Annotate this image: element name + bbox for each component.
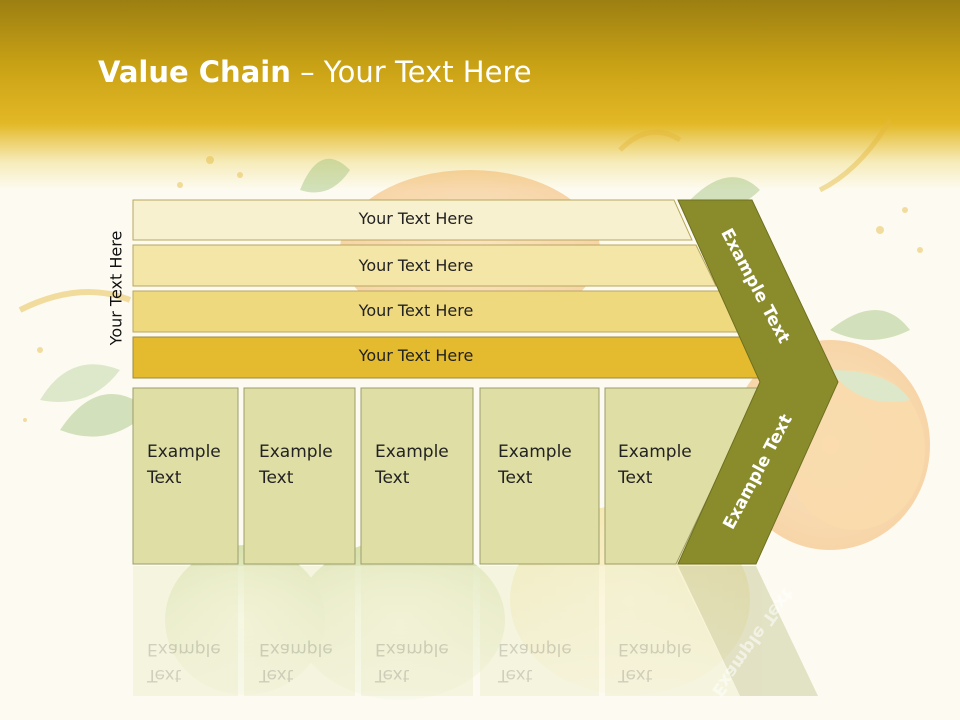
bar-4-label: Your Text Here xyxy=(358,346,474,365)
box-4-shape xyxy=(479,387,600,565)
box-5-reflection-line1: Text xyxy=(618,665,653,685)
header-band xyxy=(0,0,960,190)
box-5-shape xyxy=(604,387,761,565)
box-3-reflection xyxy=(361,566,473,696)
box-4-reflection-line2: Example xyxy=(498,639,572,659)
chevron-shape xyxy=(677,199,839,565)
box-4-reflection-line1: Text xyxy=(498,665,533,685)
box-3-reflection-label: Text Example xyxy=(375,636,449,688)
chevron-reflection xyxy=(678,566,818,696)
box-3-reflection-line1: Text xyxy=(375,665,410,685)
box-1-reflection xyxy=(133,566,238,696)
reflection-group xyxy=(133,566,818,696)
box-3-reflection-line2: Example xyxy=(375,639,449,659)
box-2-shape xyxy=(243,387,356,565)
box-2-reflection-line1: Text xyxy=(259,665,294,685)
box-3-line2: Text xyxy=(375,468,410,488)
box-4-reflection xyxy=(480,566,599,696)
box-2-reflection-label: Text Example xyxy=(259,636,333,688)
box-3-shape xyxy=(360,387,474,565)
box-1-reflection-line1: Text xyxy=(147,665,182,685)
vertical-label: Your Text Here xyxy=(106,230,126,346)
box-5-line1: Example xyxy=(618,442,692,462)
bar-1-label: Your Text Here xyxy=(358,209,474,228)
box-2-line1: Example xyxy=(259,442,333,462)
box-1-shape xyxy=(132,387,239,565)
bar-2-label: Your Text Here xyxy=(358,256,474,275)
box-5-reflection-label: Text Example xyxy=(618,636,692,688)
box-1-line2: Text xyxy=(147,468,182,488)
title-rest: – Your Text Here xyxy=(290,55,532,89)
box-4-reflection-label: Text Example xyxy=(498,636,572,688)
box-5-reflection xyxy=(605,566,740,696)
box-1-line1: Example xyxy=(147,442,221,462)
box-1-reflection-line2: Example xyxy=(147,639,221,659)
bar-1-shape xyxy=(132,199,693,241)
box-3-line1: Example xyxy=(375,442,449,462)
box-2-reflection xyxy=(244,566,355,696)
box-2-line2: Text xyxy=(259,468,294,488)
title-bold: Value Chain xyxy=(98,55,291,89)
box-4-line1: Example xyxy=(498,442,572,462)
bar-2-shape xyxy=(132,244,717,287)
box-4-line2: Text xyxy=(498,468,533,488)
box-1-reflection-label: Text Example xyxy=(147,636,221,688)
box-2-reflection-line2: Example xyxy=(259,639,333,659)
bar-3-label: Your Text Here xyxy=(358,301,474,320)
box-5-line2: Text xyxy=(618,468,653,488)
slide-title: Value Chain – Your Text Here xyxy=(98,55,532,89)
box-5-reflection-line2: Example xyxy=(618,639,692,659)
